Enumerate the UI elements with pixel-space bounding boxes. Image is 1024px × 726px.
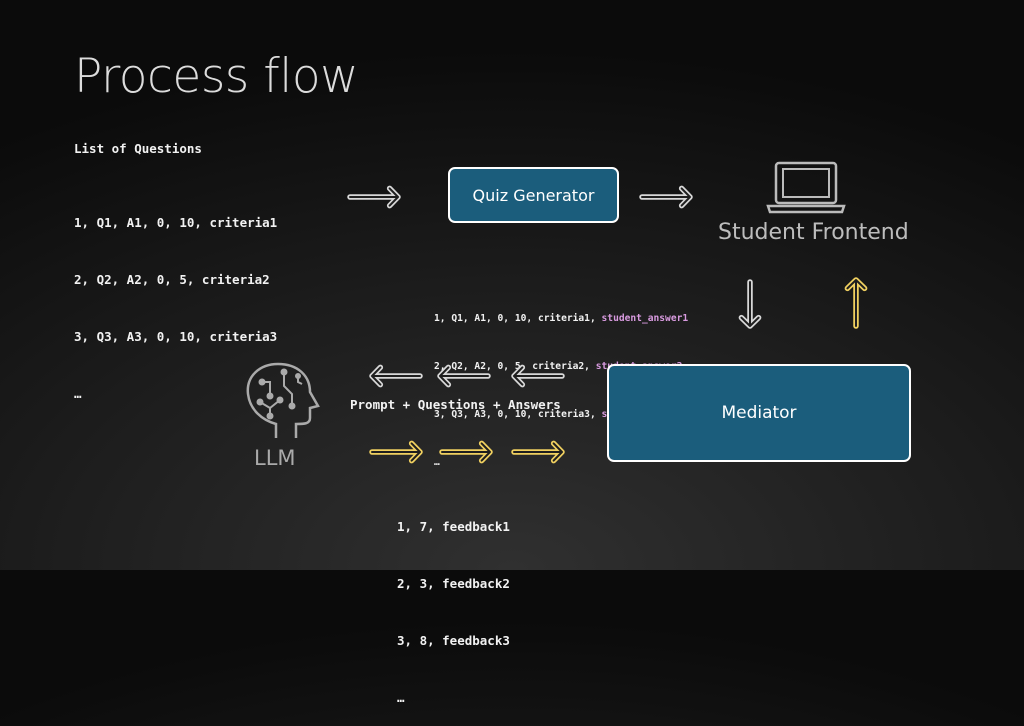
arrow-down-icon [738, 279, 762, 329]
arrow-right-icon [511, 440, 565, 464]
questions-heading: List of Questions [74, 141, 202, 156]
arrows-layer [347, 185, 868, 464]
student-answer: student_answer1 [601, 313, 689, 324]
feedback-line: 3, 8, feedback3 [397, 633, 510, 648]
quiz-generator-box: Quiz Generator [448, 167, 619, 223]
student-frontend-label: Student Frontend [718, 220, 909, 245]
arrow-left-icon [437, 364, 491, 388]
feedback-line: … [397, 690, 405, 705]
questions-list: 1, Q1, A1, 0, 10, criteria1 2, Q2, A2, 0… [74, 175, 277, 422]
laptop-icon [766, 161, 846, 214]
arrow-left-icon [511, 364, 565, 388]
feedback-line: 2, 3, feedback2 [397, 576, 510, 591]
llm-label: LLM [254, 446, 296, 470]
question-line: 1, Q1, A1, 0, 10, criteria1 [74, 215, 278, 230]
prompt-label: Prompt + Questions + Answers [350, 397, 561, 412]
arrow-right-icon [639, 185, 693, 209]
question-line: 2, Q2, A2, 0, 5, criteria2 [74, 272, 270, 287]
arrow-left-icon [369, 364, 423, 388]
feedback-line: 1, 7, feedback1 [397, 519, 510, 534]
mediator-box: Mediator [607, 364, 911, 462]
arrow-right-icon [439, 440, 493, 464]
page-title: Process flow [74, 49, 359, 104]
arrow-right-icon [347, 185, 401, 209]
arrow-right-icon [369, 440, 423, 464]
question-line: … [74, 386, 82, 401]
answer-line: 1, Q1, A1, 0, 10, criteria1, student_ans… [434, 311, 688, 327]
question-line: 3, Q3, A3, 0, 10, criteria3 [74, 329, 278, 344]
arrow-up-icon [844, 277, 868, 329]
answer-line: … [434, 457, 440, 468]
llm-head-icon [246, 362, 320, 438]
